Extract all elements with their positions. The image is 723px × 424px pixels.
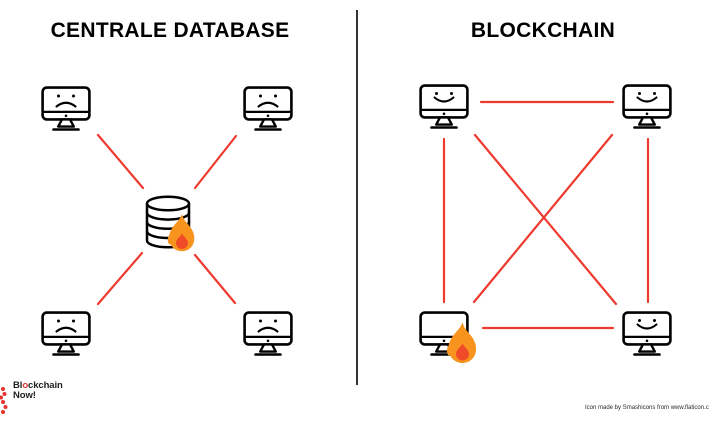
connection-line: [96, 133, 145, 190]
blockchain-b-dots-icon: [0, 387, 8, 414]
logo-line1: Blockchain: [13, 381, 63, 391]
blockchain-title: BLOCKCHAIN: [470, 19, 616, 42]
attribution-text: Icon made by Smashicons from www.flatico…: [585, 405, 709, 411]
computer-icon: [41, 311, 91, 356]
computer-icon: [622, 311, 672, 356]
blockchain-now-logo: Blockchain Now!: [0, 381, 63, 417]
connection-line: [473, 133, 618, 306]
computer-icon: [419, 84, 469, 129]
computer-icon: [243, 311, 293, 356]
central-database-title: CENTRALE DATABASE: [50, 19, 290, 42]
blockchain-now-logo-text: Blockchain Now!: [13, 381, 63, 400]
connection-line: [193, 253, 237, 305]
connection-line: [193, 134, 238, 190]
logo-text-part: Bl: [13, 380, 23, 391]
computer-icon: [243, 86, 293, 131]
computer-icon: [41, 86, 91, 131]
computer-icon: [622, 84, 672, 129]
logo-text-part: ckchain: [28, 380, 63, 391]
logo-line2: Now!: [13, 389, 36, 401]
connection-line: [472, 133, 614, 304]
connection-line: [96, 251, 144, 306]
logo-text-part-red: o: [22, 380, 29, 391]
